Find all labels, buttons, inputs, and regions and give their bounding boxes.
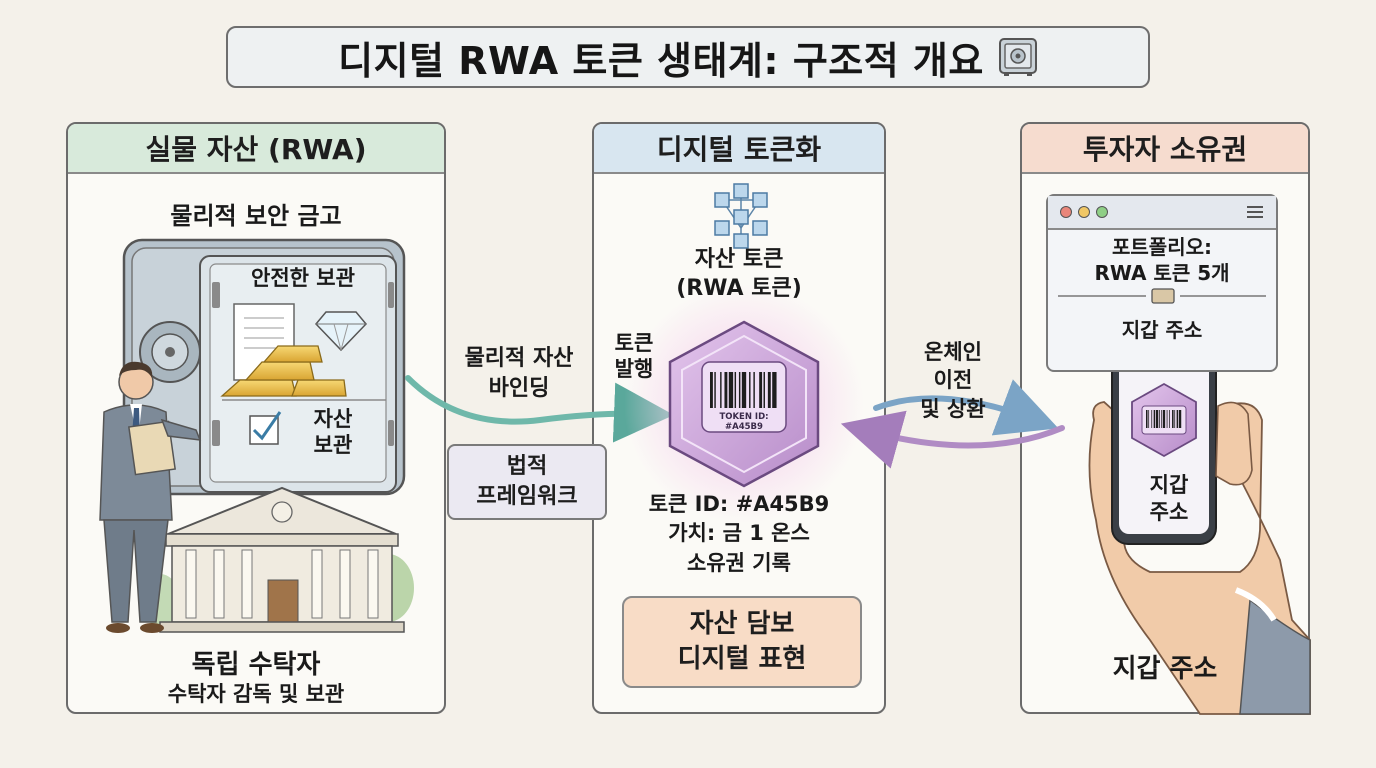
bottom-wallet-address: 지갑 주소 [1112,654,1218,684]
portfolio-label: 포트폴리오: RWA 토큰 5개 [1046,234,1278,286]
investor-header: 투자자 소유권 [1022,124,1308,174]
representation-line-1: 자산 담보 [689,608,795,639]
token-id-text: 토큰 ID: #A45B9 [648,492,830,516]
representation-box: 자산 담보 디지털 표현 [622,596,862,688]
phone-wallet-line-2: 주소 [1149,500,1189,525]
blockchain-network-icon [714,183,768,249]
thumb-icon [1215,401,1253,486]
barcode-bar [1172,410,1174,428]
barcode-bar [1151,410,1153,428]
asset-token-label: 자산 토큰 (RWA 토큰) [592,246,886,303]
onchain-line-1: 온체인 [924,340,982,364]
barcode-bar [759,372,763,408]
portfolio-line-1: 포트폴리오: [1112,235,1212,259]
onchain-line-2: 이전 [933,368,973,393]
wallet-divider [1058,288,1266,304]
wallet-icon [1151,288,1175,304]
phone-barcode-icon [1146,410,1182,428]
representation-line-2: 디지털 표현 [677,644,807,674]
menu-icon [1247,206,1263,218]
legal-line-1: 법적 [506,454,548,480]
hand-icon [1088,401,1311,715]
portfolio-browser-window [1046,194,1278,372]
binding-line-2: 바인딩 [488,375,550,401]
safe-storage-label: 안전한 보관 [251,266,355,290]
browser-title-bar [1048,196,1276,230]
maximize-dot-icon [1096,206,1108,218]
barcode-bar [753,372,755,408]
barcode-bar [728,372,734,408]
safe-icon [998,38,1037,76]
diamond-icon [314,311,368,352]
minimize-dot-icon [1078,206,1090,218]
barcode-bar [1159,410,1160,428]
barcode-bar [1153,410,1156,428]
physical-asset-header: 실물 자산 (RWA) [68,124,444,174]
barcode-bar [734,372,737,408]
issue-line-1: 토큰 [614,331,654,355]
phone-wallet-address: 지갑 주소 [1124,472,1214,527]
barcode-bar [1168,410,1170,428]
legal-line-2: 프레임워크 [476,484,578,509]
vault-label: 물리적 보안 금고 [170,202,342,230]
binding-line-1: 물리적 자산 [464,346,574,371]
barcode-bar [1155,410,1159,428]
barcode-bar [749,372,751,408]
barcode-bar [1166,410,1168,428]
close-dot-icon [1060,206,1072,218]
custodian-person-icon [99,361,202,633]
trustee-label: 독립 수탁자 [191,650,321,680]
redemption-arrow [840,410,1065,469]
asset-storage-line-2: 보관 [313,433,353,458]
binding-label: 물리적 자산 바인딩 [444,344,594,403]
binding-arrow [405,375,674,443]
barcode-bar [741,372,747,408]
phone-wallet-line-1: 지갑 [1149,473,1189,497]
asset-token-line-1: 자산 토큰 [694,247,784,272]
barcode-bar [710,372,713,408]
barcode-bar [1162,410,1166,428]
token-value-text: 가치: 금 1 온스 [668,521,810,546]
token-chip-id: TOKEN ID: #A45B9 [719,412,769,432]
title-box: 디지털 RWA 토큰 생태계: 구조적 개요 [226,26,1150,88]
asset-token-line-2: (RWA 토큰) [676,275,802,301]
legal-framework-box: 법적 프레임워크 [447,444,607,520]
tokenization-header: 디지털 토큰화 [594,124,884,174]
onchain-line-3: 및 상환 [920,396,986,421]
barcode-bar [1178,410,1182,428]
barcode-bar [772,372,777,408]
barcode-bar [714,372,716,408]
barcode-icon [710,372,777,408]
token-meta: 토큰 ID: #A45B9 가치: 금 1 온스 소유권 기록 [592,490,886,578]
page-title: 디지털 RWA 토큰 생태계: 구조적 개요 [338,38,984,83]
barcode-bar [1176,410,1179,428]
bank-building-icon [140,486,414,633]
onchain-transfer-label: 온체인 이전 및 상환 [886,338,1020,423]
vault-dial-icon [139,321,201,383]
barcode-bar [1161,410,1163,428]
ownership-record-text: 소유권 기록 [687,550,791,575]
gold-bars-icon [220,345,347,397]
token-issue-label: 토큰 발행 [606,330,662,383]
barcode-bar [1146,410,1148,428]
trustee-sublabel: 수탁자 감독 및 보관 [167,682,345,706]
issue-line-2: 발행 [614,357,654,382]
transfer-arrow [873,379,1059,436]
barcode-bar [720,372,722,408]
barcode-bar [1148,410,1150,428]
barcode-bar [724,372,728,408]
portfolio-line-2: RWA 토큰 5개 [1094,261,1230,285]
barcode-bar [738,372,741,408]
asset-storage-line-1: 자산 [313,407,353,431]
barcode-bar [767,372,771,408]
browser-wallet-address: 지갑 주소 [1121,318,1203,342]
barcode-bar [1174,410,1176,428]
barcode-bar [763,372,765,408]
asset-storage-label: 자산 보관 [300,406,366,459]
checkbox-icon [249,411,282,445]
